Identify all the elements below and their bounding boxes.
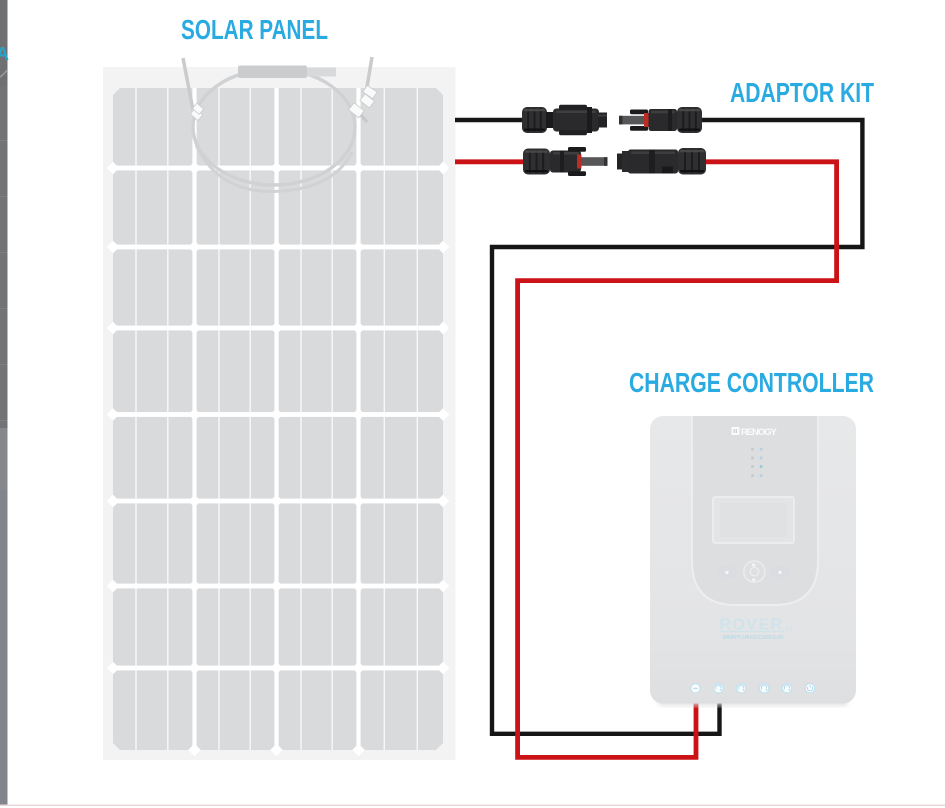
svg-text:40A MPPT CHARGE CONTROLLER: 40A MPPT CHARGE CONTROLLER: [722, 635, 784, 641]
svg-text:RENOGY: RENOGY: [741, 427, 777, 438]
svg-text:ROVER: ROVER: [720, 617, 784, 634]
svg-text:A: A: [0, 44, 9, 64]
svg-text:Li: Li: [786, 626, 792, 633]
